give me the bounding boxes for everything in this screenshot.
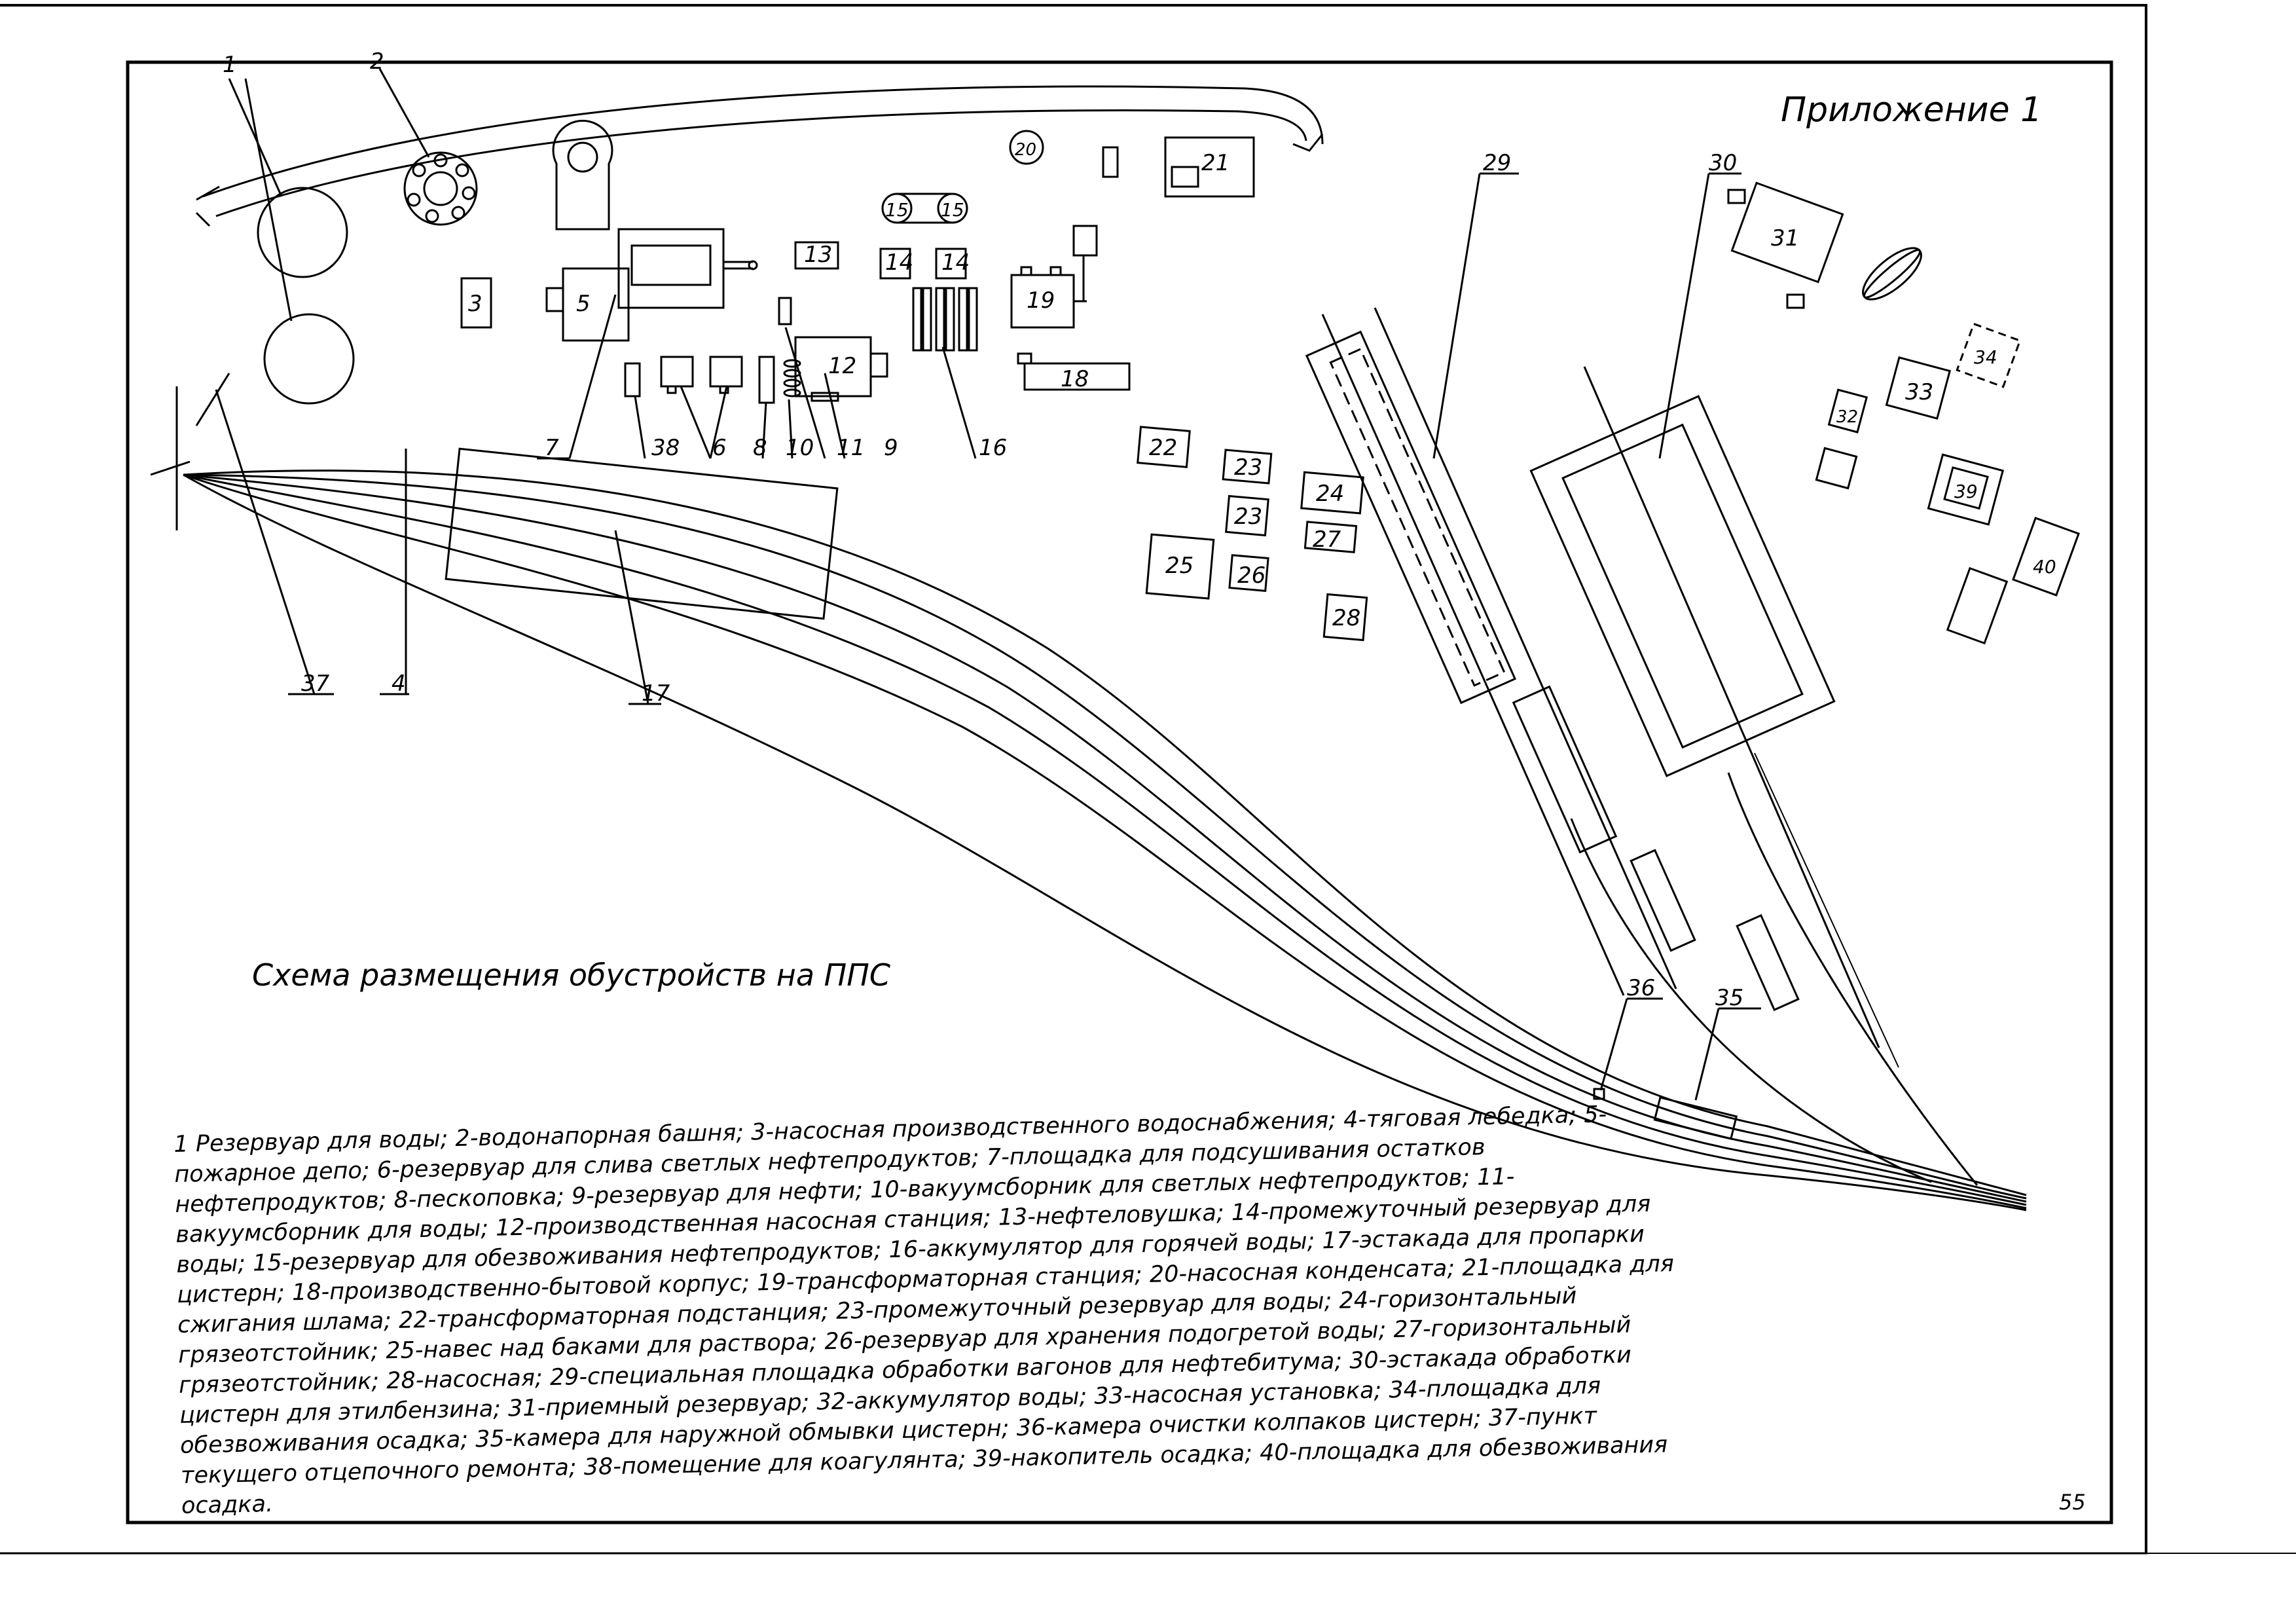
label-14a: 14 — [885, 249, 913, 276]
label-31: 31 — [1771, 225, 1799, 251]
label-10: 10 — [786, 435, 814, 461]
label-1: 1 — [223, 52, 237, 78]
buildings-3-5 — [460, 267, 630, 342]
tank-group — [624, 297, 888, 459]
buildings-22-28 — [1137, 426, 1368, 642]
label-15a: 15 — [885, 199, 909, 221]
chambers-35-36 — [1593, 997, 1761, 1140]
legend-text: 1 Резервуар для воды; 2-водонапорная баш… — [173, 1101, 1675, 1519]
label-32: 32 — [1836, 407, 1858, 427]
label-37: 37 — [301, 671, 330, 697]
drying-pad — [537, 228, 758, 460]
track-start — [150, 373, 334, 695]
label-27: 27 — [1313, 526, 1341, 553]
pipeline-arc — [195, 85, 1324, 227]
buildings-18-19 — [1010, 225, 1131, 391]
platform-29 — [1305, 172, 1800, 1012]
label-24: 24 — [1316, 481, 1344, 507]
label-28: 28 — [1332, 605, 1360, 631]
label-2: 2 — [370, 48, 384, 75]
label-23a: 23 — [1234, 454, 1262, 481]
trestle-30 — [1529, 172, 1978, 1186]
label-34: 34 — [1974, 346, 1997, 368]
label-7: 7 — [545, 435, 559, 461]
label-35: 35 — [1715, 985, 1743, 1011]
page-number: 55 — [2059, 1490, 2086, 1515]
label-3: 3 — [468, 291, 483, 317]
label-9: 9 — [884, 435, 898, 461]
label-19: 19 — [1027, 287, 1055, 314]
label-13: 13 — [804, 242, 832, 268]
label-30: 30 — [1709, 150, 1737, 176]
structure-labels: 1 2 3 4 5 6 7 8 9 10 11 12 13 14 14 15 1… — [223, 48, 2056, 1011]
label-38: 38 — [651, 435, 680, 461]
label-40: 40 — [2033, 556, 2056, 578]
label-15b: 15 — [941, 199, 964, 221]
label-26: 26 — [1237, 563, 1266, 589]
label-23b: 23 — [1234, 504, 1262, 530]
label-29: 29 — [1483, 150, 1511, 176]
label-4: 4 — [392, 671, 406, 697]
pump-tower — [552, 119, 613, 231]
legend-text-block: 1 Резервуар для воды; 2-водонапорная баш… — [173, 1098, 1687, 1521]
label-18: 18 — [1061, 366, 1089, 392]
label-12: 12 — [828, 353, 856, 379]
label-5: 5 — [576, 291, 591, 317]
label-21: 21 — [1201, 150, 1230, 176]
label-36: 36 — [1627, 975, 1655, 1001]
appendix-label: Приложение 1 — [1781, 90, 2042, 130]
tanks-13-14-16 — [794, 241, 978, 459]
water-reservoirs — [228, 78, 355, 405]
buildings-20-21 — [1009, 130, 1255, 198]
label-22: 22 — [1149, 435, 1177, 461]
dewatering-tanks — [881, 193, 968, 224]
label-17: 17 — [642, 680, 670, 707]
buildings-31-40 — [1727, 181, 2080, 645]
scheme-title: Схема размещения обустройств на ППС — [252, 957, 890, 993]
label-16: 16 — [979, 435, 1007, 461]
label-20: 20 — [1015, 140, 1036, 160]
label-8: 8 — [753, 435, 767, 461]
label-11: 11 — [837, 435, 865, 461]
railway-tracks — [183, 447, 2027, 1211]
label-25: 25 — [1165, 553, 1194, 579]
water-tower — [378, 68, 478, 226]
label-14b: 14 — [941, 249, 970, 276]
label-6: 6 — [712, 435, 727, 461]
label-33: 33 — [1905, 379, 1933, 405]
label-39: 39 — [1954, 481, 1978, 502]
sheet-border — [0, 4, 2296, 1555]
